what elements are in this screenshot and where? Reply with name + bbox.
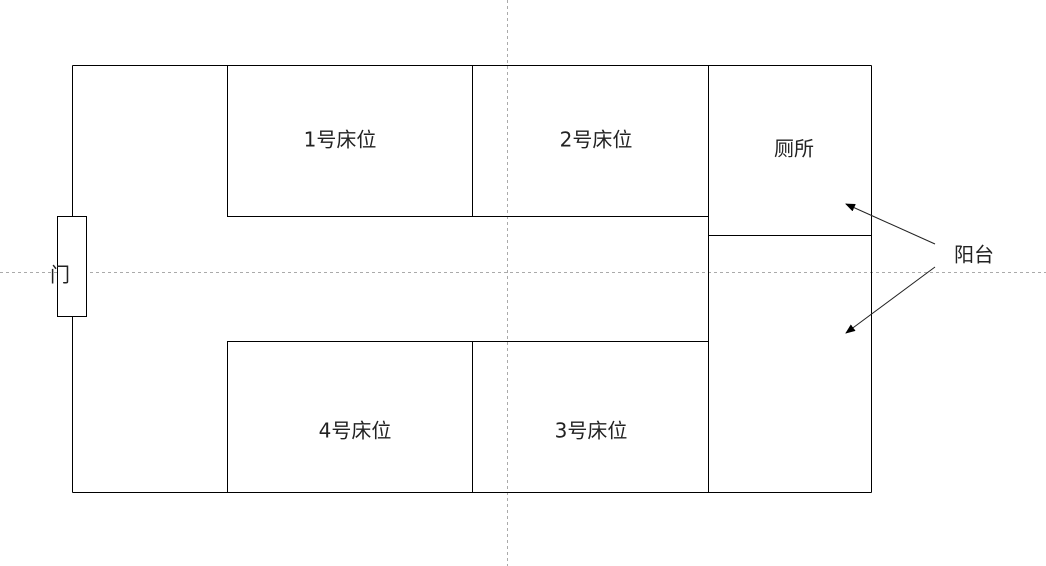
bed-4-label: 4号床位 <box>319 419 392 443</box>
toilet-label: 厕所 <box>774 137 814 161</box>
bed-3-label: 3号床位 <box>555 419 628 443</box>
balcony-arrow-lower <box>845 266 936 334</box>
balcony-label: 阳台 <box>954 243 994 267</box>
bed-2-label: 2号床位 <box>560 128 633 152</box>
balcony-arrow-upper <box>845 203 936 245</box>
bed-4-room <box>227 341 473 493</box>
bed-1-label: 1号床位 <box>304 128 377 152</box>
door <box>57 216 87 317</box>
door-label: 门 <box>50 263 70 287</box>
